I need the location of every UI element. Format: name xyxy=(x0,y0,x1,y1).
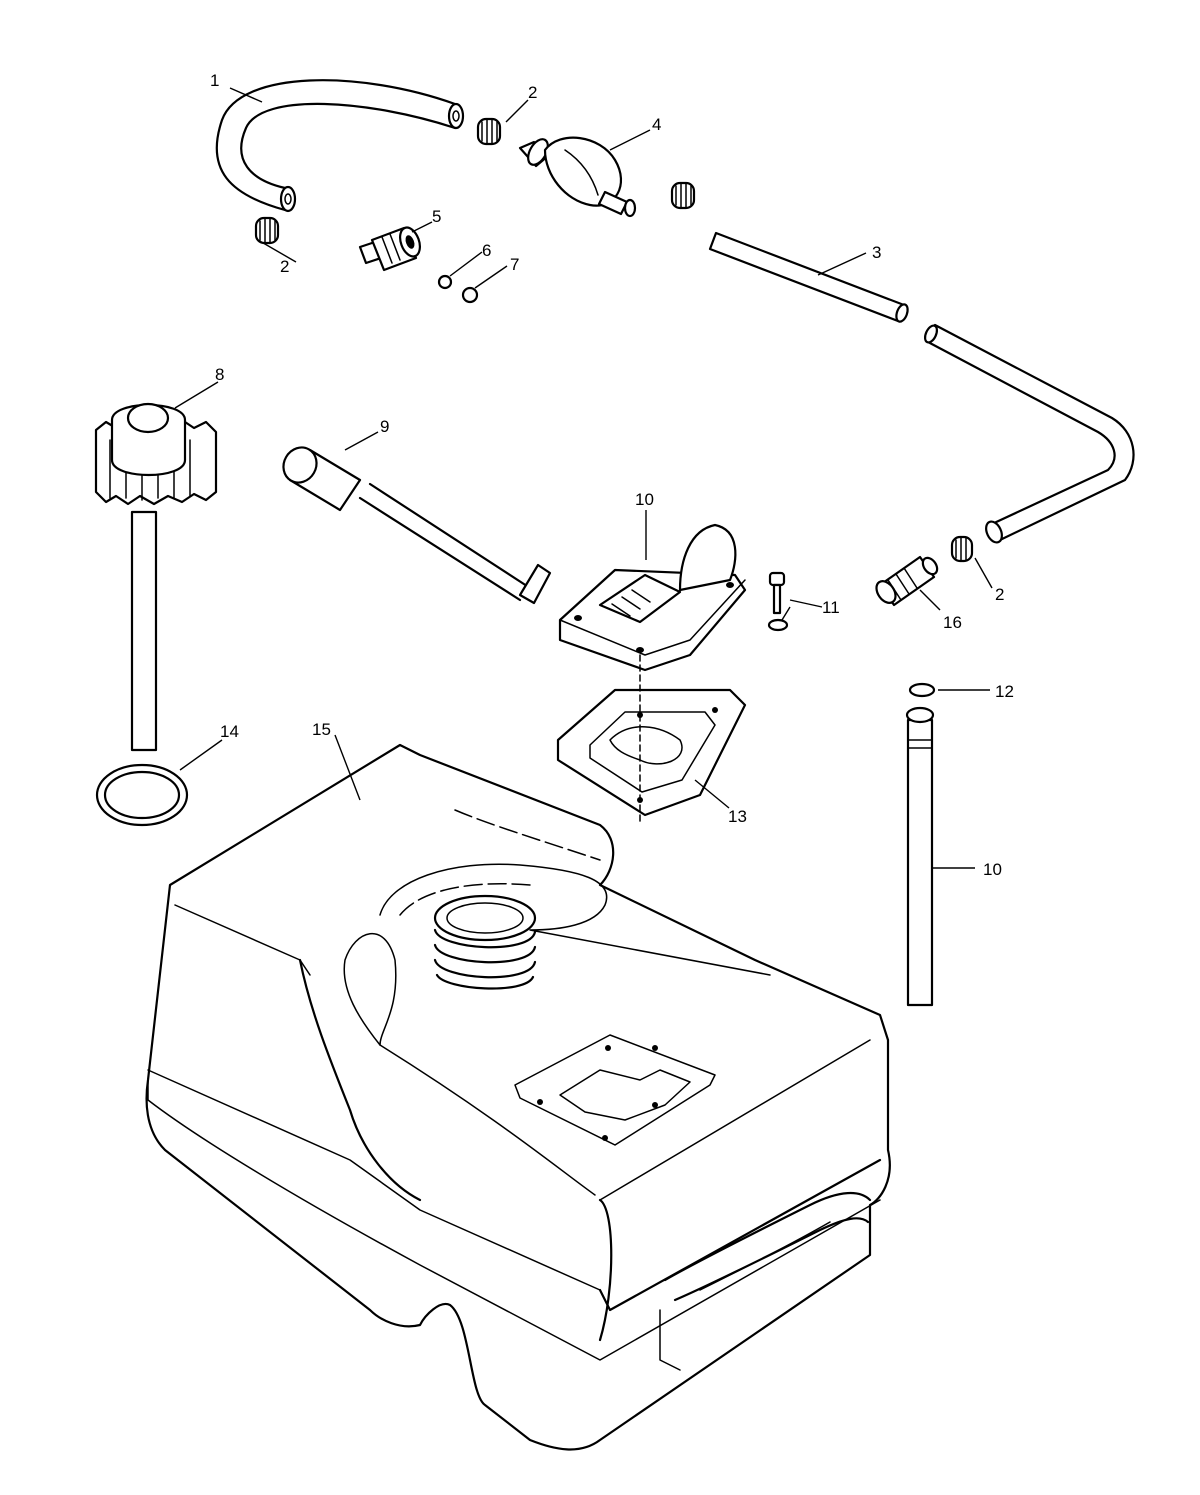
callout-8: 8 xyxy=(215,365,224,384)
part-7-o-ring xyxy=(461,286,479,304)
part-10-gauge-plate xyxy=(558,523,747,672)
part-8-fuel-cap xyxy=(94,402,218,752)
callout-4: 4 xyxy=(652,115,661,134)
callout-6: 6 xyxy=(482,241,491,260)
part-11-screw xyxy=(767,571,789,632)
part-12-o-ring xyxy=(908,682,936,698)
callout-3: 3 xyxy=(872,243,881,262)
callout-12: 12 xyxy=(995,682,1014,701)
callout-10: 10 xyxy=(635,490,654,509)
callout-15: 15 xyxy=(312,720,331,739)
part-2-clamp-right xyxy=(950,535,974,563)
part-10-pickup-tube xyxy=(905,706,935,1007)
callout-14: 14 xyxy=(220,722,239,741)
part-16-fitting xyxy=(875,555,939,607)
part-4-primer-bulb xyxy=(518,136,637,218)
part-5-connector xyxy=(358,226,421,272)
callout-2: 2 xyxy=(528,83,537,102)
callout-5: 5 xyxy=(432,207,441,226)
callout-10: 10 xyxy=(983,860,1002,879)
part-6-o-ring xyxy=(437,274,453,290)
part-1-fuel-hose xyxy=(215,79,465,213)
part-9-float-arm xyxy=(282,446,552,605)
callout-13: 13 xyxy=(728,807,747,826)
part-2-clamp-upper xyxy=(476,117,502,146)
part-2-clamp-left xyxy=(254,216,280,245)
callout-2: 2 xyxy=(995,585,1004,604)
part-13-gasket xyxy=(556,688,747,817)
callout-11: 11 xyxy=(822,598,840,617)
callout-7: 7 xyxy=(510,255,519,274)
callout-9: 9 xyxy=(380,417,389,436)
leader-lines xyxy=(174,87,993,869)
callout-2: 2 xyxy=(280,257,289,276)
part-14-seal-ring xyxy=(95,763,189,827)
part-3-fuel-line xyxy=(708,231,1135,544)
part-15-fuel-tank xyxy=(145,743,891,1451)
part-2-clamp-middle xyxy=(670,181,696,210)
callout-16: 16 xyxy=(943,613,962,632)
callout-1: 1 xyxy=(210,71,219,90)
